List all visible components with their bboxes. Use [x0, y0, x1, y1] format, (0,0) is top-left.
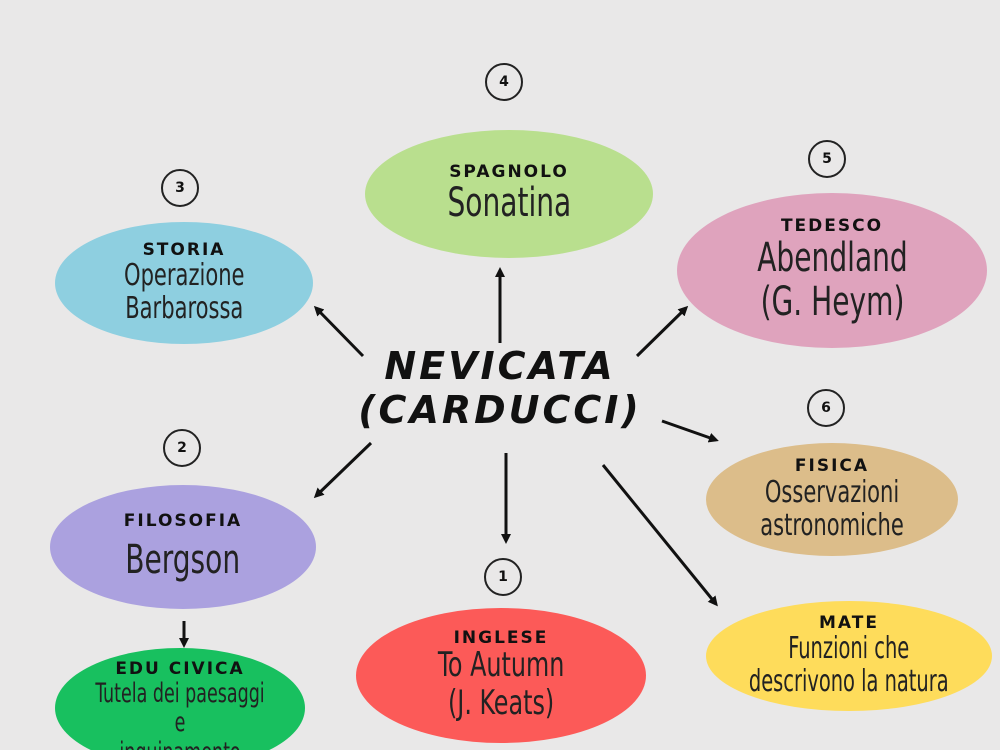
node-subject: FISICA [794, 456, 870, 477]
node-topic: Bergson [125, 537, 241, 584]
node-mate: MATE Funzioni che descrivono la natura [706, 601, 992, 711]
badge-1: 1 [484, 558, 522, 596]
node-topic: Tutela dei paesaggi e inquinamento [95, 677, 265, 750]
central-topic-line1: NEVICATA [384, 344, 616, 388]
badge-6: 6 [807, 389, 845, 427]
arrow-to-storia [313, 305, 365, 358]
node-topic: Sonatina [447, 180, 571, 227]
node-topic: Abendland (G. Heym) [756, 234, 908, 325]
node-fisica: FISICA Osservazioni astronomiche [706, 443, 958, 556]
node-filosofia: FILOSOFIA Bergson [50, 485, 316, 609]
node-inglese: INGLESE To Autumn (J. Keats) [356, 608, 646, 743]
node-storia: STORIA Operazione Barbarossa [55, 222, 313, 344]
node-tedesco: TEDESCO Abendland (G. Heym) [677, 193, 987, 348]
node-topic: Osservazioni astronomiche [760, 474, 904, 543]
node-educivica: EDU CIVICA Tutela dei paesaggi e inquina… [55, 648, 305, 750]
central-topic-line2: (CARDUCCI) [358, 387, 642, 432]
arrow-to-fisica [661, 419, 719, 443]
node-topic: Operazione Barbarossa [123, 258, 245, 327]
node-subject: FILOSOFIA [123, 510, 243, 531]
node-subject: INGLESE [453, 627, 549, 648]
node-subject: MATE [819, 612, 879, 633]
badge-3: 3 [161, 169, 199, 207]
node-subject: TEDESCO [780, 216, 884, 237]
badge-2: 2 [163, 429, 201, 467]
node-topic: Funzioni che descrivono la natura [749, 631, 949, 700]
central-topic: NEVICATA (CARDUCCI) [350, 344, 650, 432]
badge-4: 4 [485, 63, 523, 101]
badge-5: 5 [808, 140, 846, 178]
arrow-to-tedesco [635, 305, 689, 358]
node-subject: STORIA [142, 239, 226, 260]
arrow-to-filosofia [313, 441, 373, 499]
node-spagnolo: SPAGNOLO Sonatina [365, 130, 653, 258]
node-topic: To Autumn (J. Keats) [437, 645, 565, 723]
node-subject: EDU CIVICA [115, 659, 245, 679]
arrow-to-mate [601, 464, 718, 607]
node-subject: SPAGNOLO [449, 161, 569, 182]
